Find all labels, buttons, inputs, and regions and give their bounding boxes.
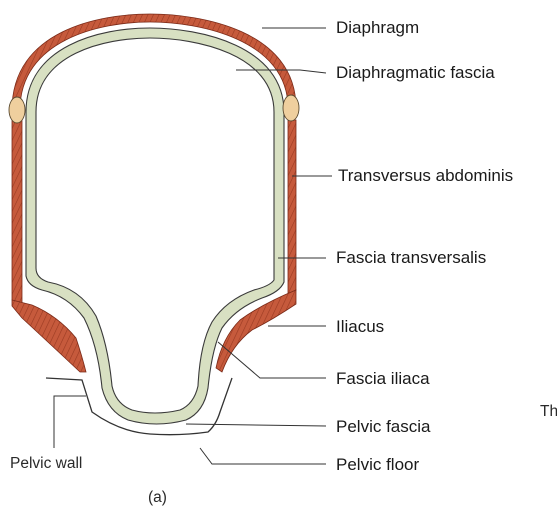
label-pelvic-fascia: Pelvic fascia xyxy=(336,418,430,435)
label-pelvic-floor: Pelvic floor xyxy=(336,456,419,473)
figure-tag: (a) xyxy=(148,490,167,506)
leader-pelvic-fascia xyxy=(186,424,326,426)
right-cartilage xyxy=(283,95,299,121)
cut-off-text: Th xyxy=(540,404,557,420)
label-fascia-transversalis: Fascia transversalis xyxy=(336,249,486,266)
label-transversus-abdominis: Transversus abdominis xyxy=(338,167,513,184)
left-iliacus xyxy=(12,300,86,372)
label-pelvic-wall: Pelvic wall xyxy=(10,456,82,472)
leader-pelvic-wall xyxy=(54,396,86,448)
label-iliacus: Iliacus xyxy=(336,318,384,335)
right-transversus-abdominis xyxy=(288,120,296,295)
label-diaphragm: Diaphragm xyxy=(336,19,419,36)
label-diaphragmatic-fascia: Diaphragmatic fascia xyxy=(336,64,495,81)
left-cartilage xyxy=(9,97,25,123)
left-transversus-abdominis xyxy=(12,120,22,305)
fascia-layer xyxy=(26,28,284,424)
right-iliacus xyxy=(216,290,296,372)
leader-pelvic-floor xyxy=(200,448,326,464)
label-fascia-iliaca: Fascia iliaca xyxy=(336,370,430,387)
